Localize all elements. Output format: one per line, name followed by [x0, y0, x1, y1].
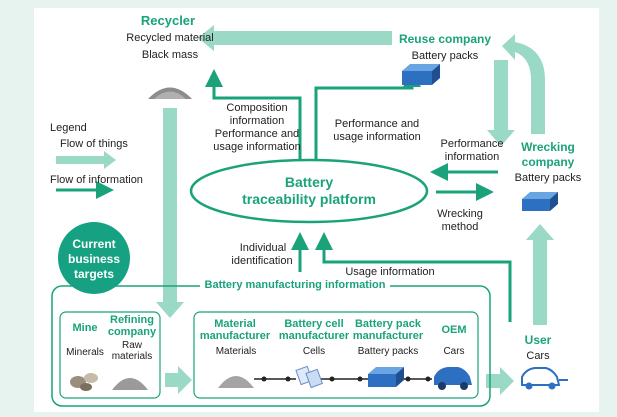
mine-title: Mine — [72, 322, 98, 334]
recycler-line1: Recycled material — [126, 32, 214, 44]
arrow-reuse-to-wrecking — [487, 60, 515, 146]
material-mfr-sub: Materials — [215, 346, 257, 357]
current-targets-line3: targets — [73, 267, 114, 281]
composition-line3: Performance and — [214, 128, 300, 140]
platform-line1: Battery — [284, 174, 334, 190]
arrow-user-to-platform — [315, 232, 512, 322]
thing-arrows — [56, 25, 554, 395]
composition-line2: information — [229, 115, 285, 127]
arrow-oem-to-user — [486, 367, 514, 395]
arrow-user-to-wrecking — [526, 224, 554, 325]
material-mfr-title-2: manufacturer — [199, 330, 271, 342]
recycler-title: Recycler — [140, 13, 196, 28]
legend-things-arrow — [56, 151, 116, 169]
composition-line4: usage information — [213, 141, 301, 153]
mine-refining-frame — [59, 311, 161, 399]
recycler-line2: Black mass — [141, 49, 199, 61]
platform-line2: traceability platform — [242, 191, 376, 207]
oem-title: OEM — [441, 324, 467, 336]
cells-icon — [295, 365, 324, 389]
cell-mfr-sub: Cells — [302, 346, 326, 357]
current-targets-circle — [58, 222, 130, 294]
arrow-refining-to-material — [165, 366, 192, 394]
refining-title-1: Refining — [110, 314, 154, 326]
minerals-icon — [70, 373, 98, 391]
user-title: User — [524, 333, 552, 347]
raw-materials-icon — [112, 378, 148, 390]
perf-usage-line1: Performance and — [334, 118, 420, 130]
perf-usage-line2: usage information — [333, 131, 421, 143]
wrecking-method-line1: Wrecking — [437, 208, 483, 220]
performance-info-line2: information — [444, 151, 500, 163]
wrecking-title-1: Wrecking — [521, 140, 575, 154]
cell-mfr-title-2: manufacturer — [278, 330, 350, 342]
oem-sub: Cars — [443, 346, 465, 357]
makers-frame — [193, 311, 479, 399]
legend-things: Flow of things — [60, 138, 128, 150]
composition-line1: Composition — [226, 102, 288, 114]
refining-title-2: company — [107, 326, 157, 338]
refining-sub-2: materials — [111, 351, 153, 362]
materials-icon — [218, 376, 254, 388]
cell-mfr-title-1: Battery cell — [284, 318, 344, 330]
black-mass-icon — [148, 87, 192, 99]
arrow-recycler-to-material — [156, 108, 184, 318]
platform-ellipse — [189, 158, 429, 224]
wrecking-title-2: company — [521, 155, 575, 169]
current-targets-line2: business — [67, 252, 121, 266]
reuse-sub: Battery packs — [411, 50, 479, 62]
pack-mfr-title-1: Battery pack — [354, 318, 422, 330]
performance-info-line1: Performance — [440, 138, 504, 150]
current-targets-line1: Current — [72, 237, 116, 251]
info-arrows — [56, 69, 512, 322]
wrecking-method-line2: method — [441, 221, 479, 233]
battery-pack-icon-wrecking — [522, 192, 558, 211]
arrow-reuse-to-recycler — [198, 25, 392, 51]
material-mfr-title-1: Material — [214, 318, 256, 330]
legend-info: Flow of information — [50, 174, 143, 186]
individual-line2: identification — [231, 255, 293, 267]
wrecking-sub: Battery packs — [514, 172, 582, 184]
usage-info: Usage information — [345, 266, 435, 278]
battery-pack-icon-mfr — [368, 367, 404, 387]
refining-sub-1: Raw — [121, 340, 142, 351]
pack-mfr-title-2: manufacturer — [352, 330, 424, 342]
arrow-wrecking-to-reuse — [502, 34, 545, 134]
legend-title: Legend — [50, 122, 87, 134]
mine-sub: Minerals — [66, 347, 104, 358]
manufacturing-info-label: Battery manufacturing information — [200, 279, 390, 292]
pack-mfr-sub: Battery packs — [357, 346, 419, 357]
car-icon-oem — [434, 367, 472, 390]
battery-pack-icon-reuse — [402, 64, 440, 85]
individual-line1: Individual — [239, 242, 287, 254]
reuse-title: Reuse company — [398, 32, 492, 46]
arrow-platform-to-recycler — [205, 69, 302, 166]
user-sub: Cars — [526, 350, 550, 362]
car-icon-user — [521, 367, 568, 390]
